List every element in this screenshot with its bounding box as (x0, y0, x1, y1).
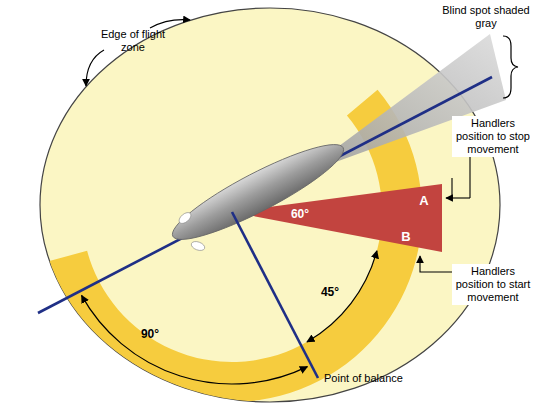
leader-line (86, 50, 104, 86)
animal (164, 131, 352, 253)
point-of-balance-label: Point of balance (324, 372, 424, 385)
point-of-balance-line (232, 212, 318, 378)
zone-label: Edge of flight zone (100, 28, 166, 54)
angle-label: 45° (321, 286, 339, 299)
leader-line (469, 150, 470, 198)
blind-spot-label: Blind spot shaded gray (440, 4, 532, 30)
bracket (503, 36, 518, 98)
handler-label: Handlers position to start movement (452, 264, 534, 305)
leader-line (420, 256, 452, 272)
angle-arc (82, 295, 308, 384)
leader-line (446, 197, 470, 198)
position-letter: B (401, 230, 410, 243)
leader-line (451, 178, 452, 198)
angle-label: 60° (291, 208, 309, 221)
angle-arc (307, 251, 377, 342)
position-letter: A (419, 194, 428, 207)
angle-label: 90° (141, 328, 159, 341)
handler-label: Handlers position to stop movement (452, 116, 534, 157)
leader-line (150, 20, 190, 28)
flight-zone (40, 8, 500, 402)
